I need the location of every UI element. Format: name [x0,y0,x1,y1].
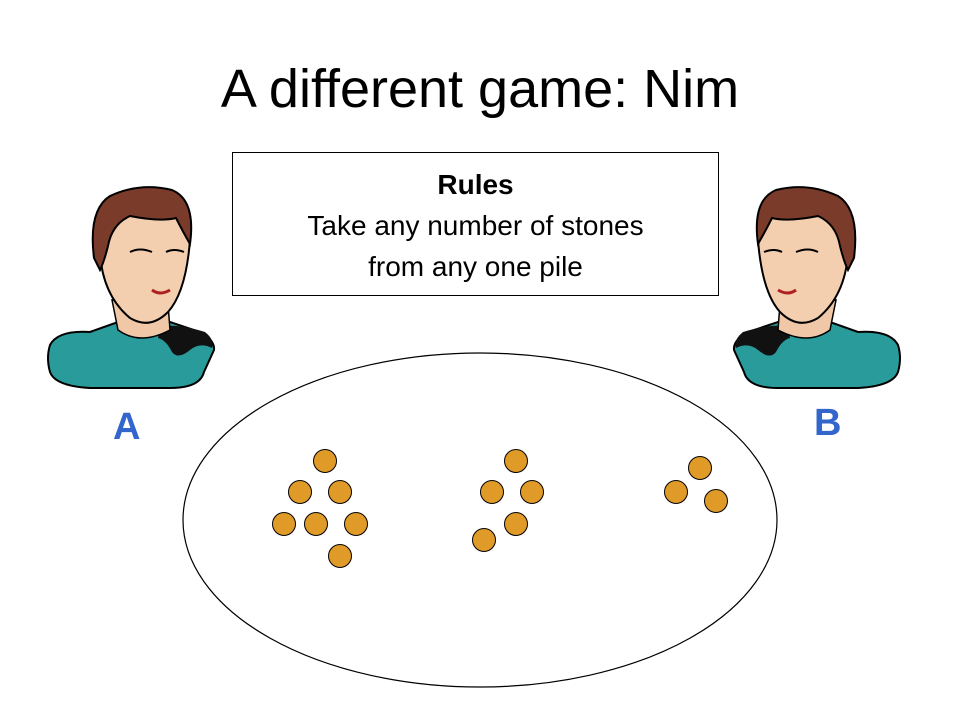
player-a-portrait [47,186,216,389]
stone[interactable] [520,480,544,504]
stone[interactable] [504,512,528,536]
player-a-label: A [113,406,141,448]
pile-3 [664,456,728,513]
stone[interactable] [288,480,312,504]
rules-line-1: Take any number of stones [307,210,644,241]
rules-box: Rules Take any number of stones from any… [232,152,719,296]
stone[interactable] [304,512,328,536]
rules-line-2: from any one pile [368,251,583,282]
rules-heading: Rules [437,169,514,200]
stone[interactable] [664,480,688,504]
stone[interactable] [313,449,337,473]
pile-2 [472,449,544,552]
stone[interactable] [504,449,528,473]
stone[interactable] [272,512,296,536]
player-b-label: B [814,402,842,444]
stone[interactable] [704,489,728,513]
slide-title: A different game: Nim [220,59,740,119]
stone[interactable] [480,480,504,504]
pile-1 [272,449,368,568]
stone[interactable] [688,456,712,480]
stone[interactable] [328,480,352,504]
stone[interactable] [472,528,496,552]
player-b-portrait [732,186,901,389]
stone[interactable] [328,544,352,568]
stone[interactable] [344,512,368,536]
playing-field [182,352,778,688]
